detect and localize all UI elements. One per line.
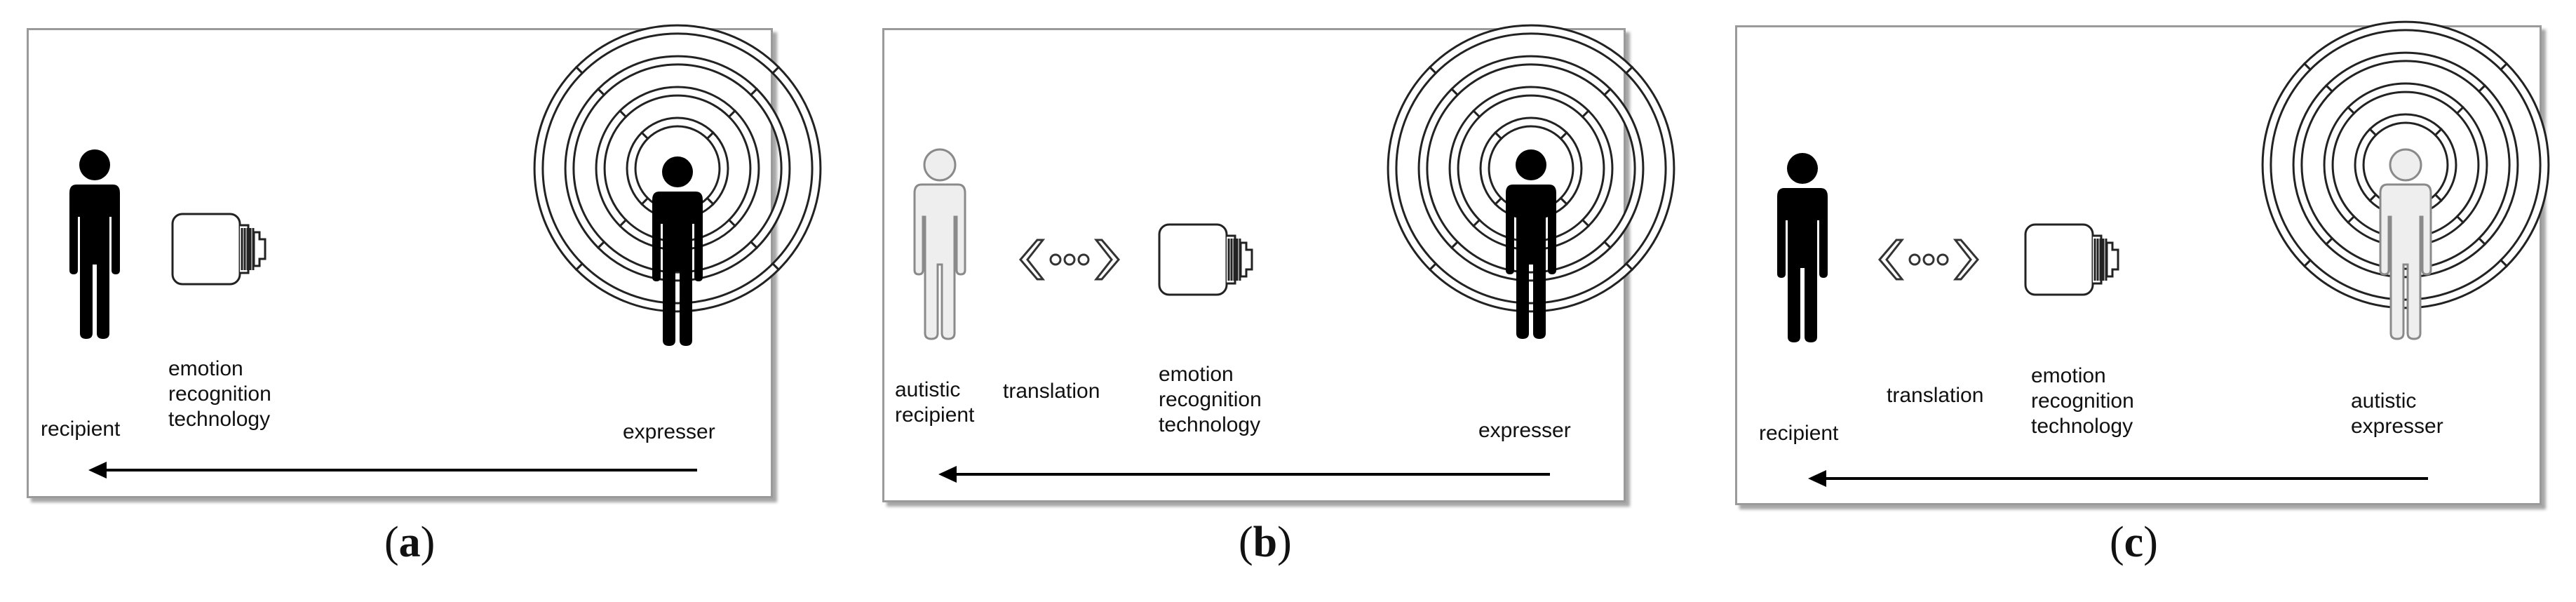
recipient-label: recipient xyxy=(41,417,121,441)
expresser-label: expresser xyxy=(1478,419,1571,442)
translation-label: translation xyxy=(1003,380,1100,403)
arrow-left-icon xyxy=(88,462,697,479)
caption-b: (b) xyxy=(1239,519,1292,566)
recipient-person-icon xyxy=(1777,153,1828,342)
autistic-recipient-person-icon xyxy=(913,148,966,340)
technology-label: emotion recognition technology xyxy=(168,357,271,431)
caption-c: (c) xyxy=(2110,519,2158,566)
camera-icon xyxy=(171,213,267,286)
panel-b xyxy=(882,28,1626,502)
autistic-expresser-label: autistic expresser xyxy=(2351,389,2443,438)
expresser-label: expresser xyxy=(623,420,715,443)
camera-icon xyxy=(2024,223,2119,296)
autistic-expresser-person-icon xyxy=(2379,148,2432,340)
translation-label: translation xyxy=(1887,384,1984,407)
recipient-person-icon xyxy=(69,149,120,339)
translation-icon xyxy=(1878,239,1979,281)
expresser-person-icon xyxy=(652,156,703,346)
arrow-left-icon xyxy=(1808,470,2428,487)
technology-label: emotion recognition technology xyxy=(2031,364,2134,438)
translation-icon xyxy=(1019,239,1120,281)
technology-label: emotion recognition technology xyxy=(1159,363,1262,436)
recipient-label: recipient xyxy=(1759,422,1839,445)
camera-icon xyxy=(1158,223,1253,296)
caption-a: (a) xyxy=(384,519,436,566)
autistic-recipient-label: autistic recipient xyxy=(895,378,975,427)
arrow-left-icon xyxy=(938,466,1550,483)
panel-a xyxy=(27,28,773,498)
